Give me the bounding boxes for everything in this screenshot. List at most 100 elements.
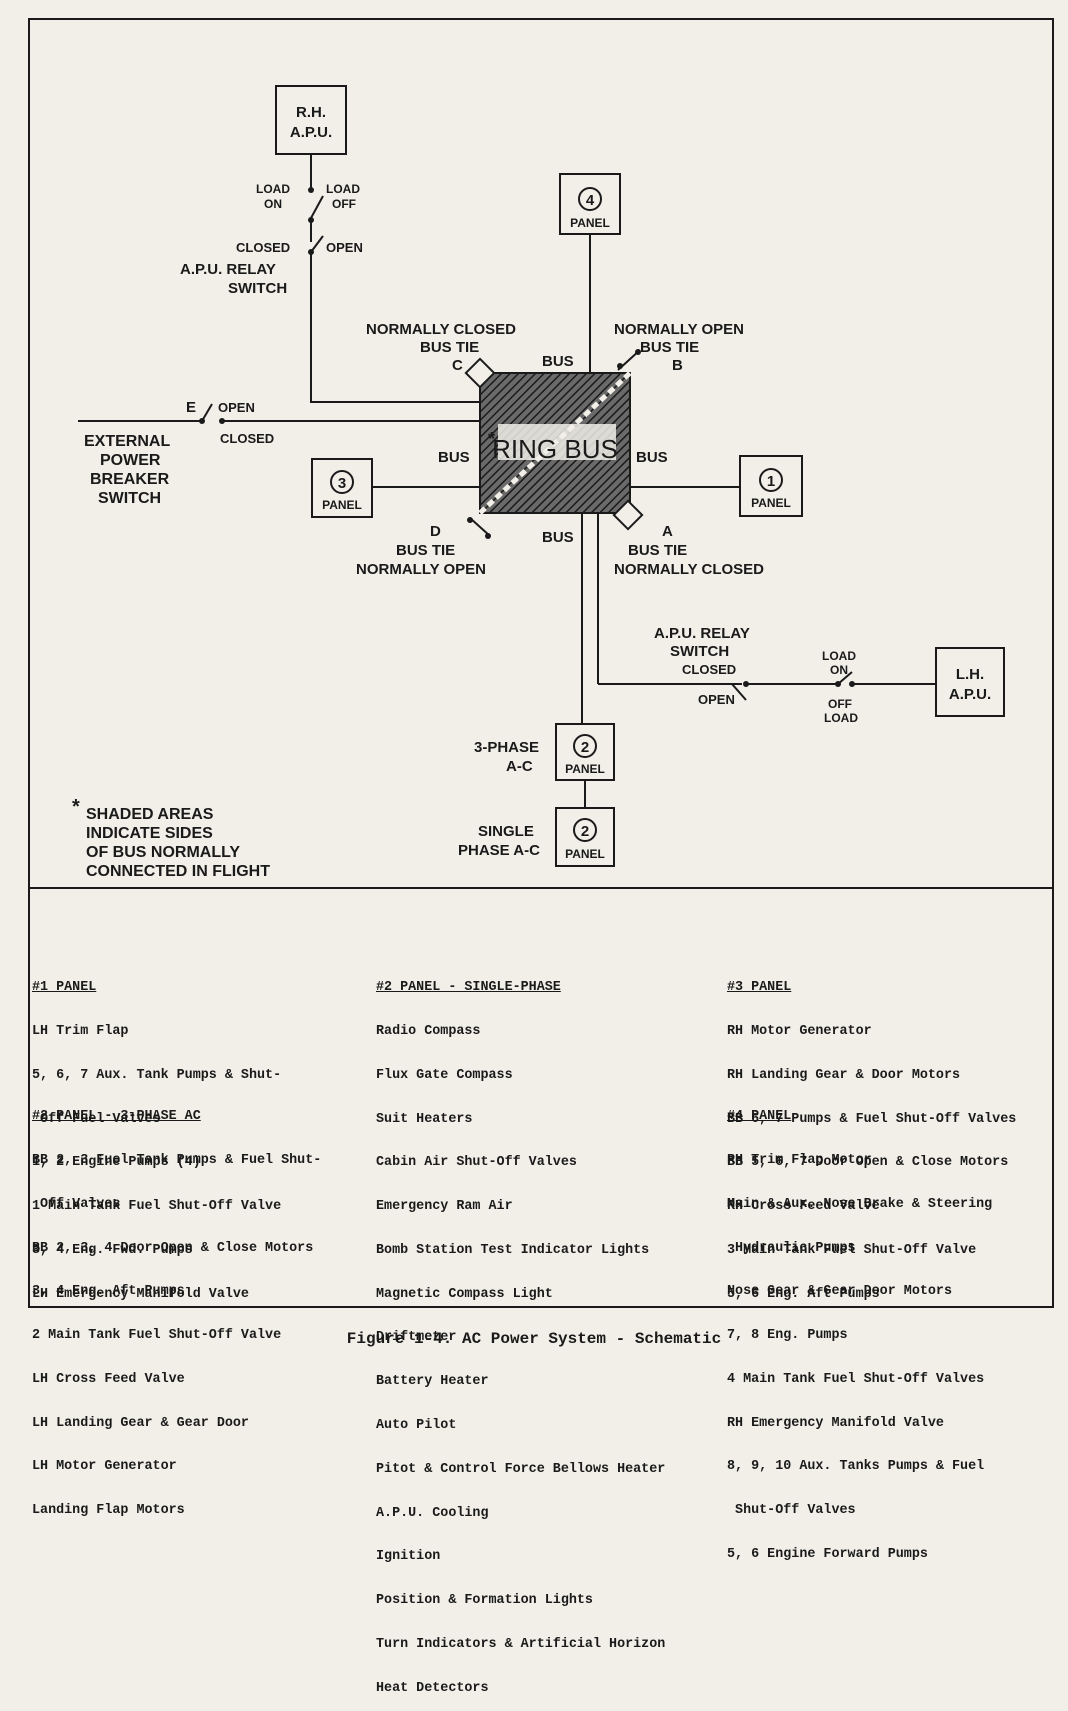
panel-2-3phase-circle <box>573 734 597 758</box>
list-item: Heat Detectors <box>376 1680 489 1696</box>
rh-load-switch <box>310 195 324 219</box>
lh-apu-label-2: A.P.U. <box>949 686 991 703</box>
panel-2-single-label: PANEL <box>565 847 605 861</box>
list-item: Radio Compass <box>376 1023 481 1039</box>
rh-relay-label-2: SWITCH <box>228 280 287 297</box>
rh-apu-label-1: R.H. <box>296 104 326 121</box>
rh-load-on-2: ON <box>264 197 282 211</box>
list-item: LH Trim Flap <box>32 1023 129 1039</box>
list-item: RH Trim Flap Motor <box>727 1152 872 1168</box>
panel-2-3phase-list: #2 PANEL - 3-PHASE AC BB 2, 3 Fuel Tank … <box>32 1081 321 1533</box>
list-item: BB 2, 3, 4 Door Open & Close Motors <box>32 1240 314 1256</box>
rh-apu-label-2: A.P.U. <box>290 124 332 141</box>
external-power-label-3: BREAKER <box>90 471 170 488</box>
three-phase-label-1: 3-PHASE <box>474 739 539 756</box>
panel-2-3phase-label: PANEL <box>565 762 605 776</box>
list-item: Suit Heaters <box>376 1111 473 1127</box>
note-line-3: OF BUS NORMALLY <box>86 844 240 861</box>
figure-caption: Figure 1-4. AC Power System - Schematic <box>346 1330 722 1348</box>
list-item: 4 Main Tank Fuel Shut-Off Valves <box>727 1371 985 1387</box>
rh-relay-label-1: A.P.U. RELAY <box>180 261 276 278</box>
list-item: Cabin Air Shut-Off Valves <box>376 1155 577 1171</box>
bus-tie-a <box>612 499 644 531</box>
external-contact-1 <box>199 418 205 424</box>
note-line-2: INDICATE SIDES <box>86 825 213 842</box>
list-item: Main & Aux. Nose Brake & Steering <box>727 1196 993 1212</box>
external-closed-label: CLOSED <box>220 431 274 446</box>
rh-load-off-2: OFF <box>332 197 356 211</box>
list-item: 2 Main Tank Fuel Shut-Off Valve <box>32 1328 282 1344</box>
list-item: Off Fuel Valves <box>32 1111 161 1127</box>
list-item: Bomb Station Test Indicator Lights <box>376 1242 650 1258</box>
list-item: 5, 6 Engine Forward Pumps <box>727 1547 928 1562</box>
figure-frame <box>28 18 1054 1308</box>
rh-apu-feed <box>310 252 480 403</box>
list-item: 8, 9, 10 Aux. Tanks Pumps & Fuel <box>727 1459 985 1475</box>
list-item: Hydraulic Pumps <box>727 1240 856 1256</box>
bus-tie-d-state: NORMALLY OPEN <box>356 561 486 578</box>
external-e-label: E <box>186 399 196 416</box>
list-item: Battery Heater <box>376 1374 489 1390</box>
note-line-4: CONNECTED IN FLIGHT <box>86 863 270 880</box>
lh-load-on-2: ON <box>830 663 848 677</box>
panel-1-number: 1 <box>767 473 775 490</box>
lh-relay-label-2: SWITCH <box>670 643 729 660</box>
note-line-1: SHADED AREAS <box>86 806 214 823</box>
lh-relay-label-1: A.P.U. RELAY <box>654 625 750 642</box>
list-item: Landing Flap Motors <box>32 1503 185 1519</box>
bus-tie-b-letter: B <box>672 357 683 374</box>
list-item: Turn Indicators & Artificial Horizon <box>376 1636 666 1652</box>
panel-4-circle <box>578 187 602 211</box>
external-power-switch <box>201 403 213 422</box>
ring-bus-asterisk: * <box>488 429 495 449</box>
ring-bus-label: RING BUS <box>492 434 618 464</box>
bus-tie-c-letter: C <box>452 357 463 374</box>
list-item: BB 6, 7 Pumps & Fuel Shut-Off Valves <box>727 1111 1017 1127</box>
bus-tie-b <box>617 349 641 371</box>
section-divider <box>28 887 1054 889</box>
list-item: A.P.U. Cooling <box>376 1505 489 1521</box>
list-item: 3, 4 Eng. Aft Pumps <box>32 1284 185 1300</box>
bus-tie-d-letter: D <box>430 523 441 540</box>
list-item: RH Landing Gear & Door Motors <box>727 1067 961 1083</box>
ac-power-schematic: * RING BUS BUS BUS BUS BUS NORMALLY CLOS… <box>72 85 1005 880</box>
list-item: BB 5, 6, 7 Door Open & Close Motors <box>727 1155 1009 1171</box>
rh-load-on-1: LOAD <box>256 182 290 196</box>
lh-off-load-2: LOAD <box>824 711 858 725</box>
bus-tie-a-label: BUS TIE <box>628 542 687 559</box>
external-power-label-1: EXTERNAL <box>84 433 170 450</box>
list-item: LH Emergency Manifold Valve <box>32 1286 249 1302</box>
list-item: 7, 8 Eng. Pumps <box>727 1328 848 1344</box>
bus-label-top: BUS <box>542 353 574 370</box>
note-asterisk: * <box>72 796 80 818</box>
list-item: Pitot & Control Force Bellows Heater <box>376 1461 666 1477</box>
panel-3-list: #3 PANEL RH Motor Generator RH Landing G… <box>727 952 1016 1317</box>
rh-load-off-1: LOAD <box>326 182 360 196</box>
bus-tie-a-letter: A <box>662 523 673 540</box>
lh-apu-box <box>935 647 1005 717</box>
single-phase-label-2: PHASE A-C <box>458 842 540 859</box>
panel-4-number: 4 <box>586 192 595 209</box>
bus-tie-d <box>467 517 491 539</box>
single-phase-label-1: SINGLE <box>478 823 534 840</box>
external-power-label-4: SWITCH <box>98 490 161 507</box>
list-item: 3 Main Tank Fuel Shut-Off Valve <box>727 1242 977 1258</box>
list-item: BB 2, 3 Fuel Tank Pumps & Fuel Shut- <box>32 1152 322 1168</box>
lh-off-load-1: OFF <box>828 697 852 711</box>
list-item: Flux Gate Compass <box>376 1067 513 1083</box>
bus-tie-b-label: BUS TIE <box>640 339 699 356</box>
lh-relay-switch <box>731 683 747 701</box>
rh-relay-open: OPEN <box>326 240 363 255</box>
rh-relay-closed: CLOSED <box>236 240 290 255</box>
bus-tie-c <box>464 357 496 389</box>
rh-relay-switch <box>310 235 324 253</box>
list-item: Position & Formation Lights <box>376 1593 593 1609</box>
list-item: Emergency Ram Air <box>376 1199 513 1215</box>
list-item: 3, 4 Eng. Fwd. Pumps <box>32 1242 193 1258</box>
list-item: LH Cross Feed Valve <box>32 1371 185 1387</box>
three-phase-label-2: A-C <box>506 758 533 775</box>
panel-2-single-heading: #2 PANEL - SINGLE-PHASE <box>376 980 561 996</box>
list-item: 5, 6, 7 Aux. Tank Pumps & Shut- <box>32 1067 282 1083</box>
bus-tie-a-state: NORMALLY CLOSED <box>614 561 764 578</box>
bus-tie-b-state: NORMALLY OPEN <box>614 321 744 338</box>
